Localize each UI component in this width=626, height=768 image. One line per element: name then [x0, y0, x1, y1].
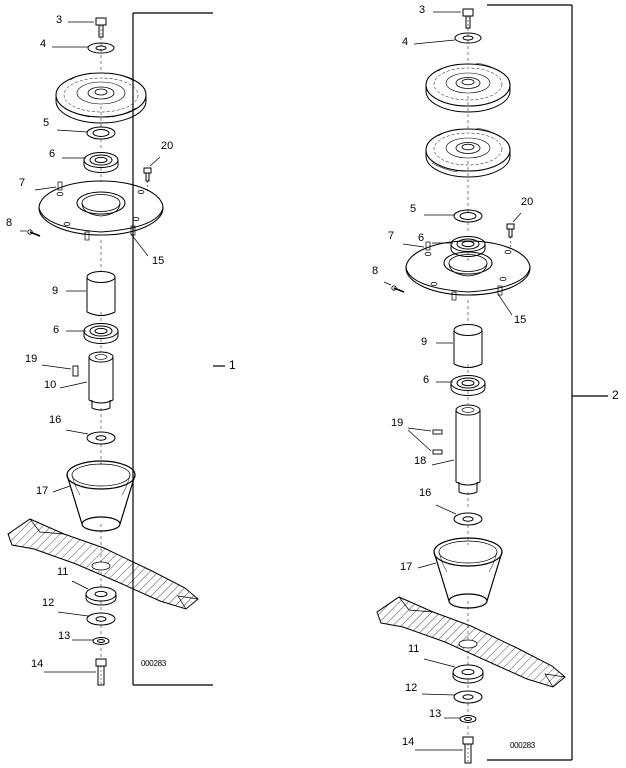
callout-left-12: 12 — [42, 597, 55, 609]
assembly-left — [7, 12, 225, 686]
leader-15-right — [497, 293, 513, 316]
woodruff-key-left — [41, 364, 79, 377]
callout-right-18: 18 — [414, 455, 427, 467]
callout-right-15: 15 — [514, 314, 527, 326]
spacer-sleeve-right — [436, 324, 483, 368]
callout-right-11: 11 — [408, 643, 420, 655]
callout-right-19: 19 — [391, 417, 404, 429]
callout-right-6-upper: 6 — [418, 232, 425, 244]
callout-left-9: 9 — [52, 285, 59, 297]
callout-right-4: 4 — [402, 36, 409, 48]
callout-left-13: 13 — [58, 630, 71, 642]
callout-left-5: 5 — [43, 117, 50, 129]
bearing-lower-right — [436, 375, 486, 396]
assembly-right — [376, 4, 608, 764]
pulley-left — [55, 72, 147, 124]
blade-washer-small-left — [57, 611, 116, 626]
pulley-cup-right — [417, 537, 503, 609]
hex-bolt-top-right — [433, 8, 474, 29]
spindle-housing-left — [34, 180, 164, 241]
grease-fitting-right — [506, 212, 522, 248]
pulley-cup-left — [52, 460, 136, 532]
group-label-2: 2 — [612, 388, 619, 402]
leader-15-left — [130, 233, 149, 257]
callout-left-14: 14 — [31, 658, 44, 670]
callout-left-10: 10 — [44, 379, 57, 391]
part-code-left: 000283 — [141, 659, 166, 668]
blade-bolt-right — [415, 726, 474, 764]
callout-left-19: 19 — [25, 353, 38, 365]
callout-left-11: 11 — [57, 566, 69, 578]
group-bracket-2 — [487, 4, 608, 761]
callout-right-12: 12 — [405, 682, 418, 694]
spacer-sleeve-left — [66, 271, 116, 316]
callout-right-8: 8 — [372, 265, 379, 277]
lock-washer-left — [72, 637, 110, 645]
callout-right-5: 5 — [410, 203, 417, 215]
bearing-upper-right — [432, 236, 486, 257]
callout-right-7: 7 — [388, 230, 395, 242]
washer-under-bolt-right — [413, 32, 482, 45]
pulley-upper-right — [425, 62, 511, 113]
bearing-lower-left — [66, 323, 119, 344]
callout-left-8: 8 — [6, 217, 13, 229]
callout-right-3: 3 — [419, 4, 426, 16]
callout-left-4: 4 — [40, 38, 47, 50]
callout-right-16: 16 — [419, 487, 432, 499]
lock-washer-right — [444, 715, 477, 723]
pulley-lower-right — [425, 127, 511, 178]
blade-washer-small-right — [421, 690, 483, 704]
callout-right-13: 13 — [429, 708, 442, 720]
housing-pin-right — [383, 281, 405, 293]
blade-washer-large-right — [423, 658, 484, 684]
spindle-shaft-long-right — [431, 404, 481, 495]
callout-right-6-lower: 6 — [423, 374, 430, 386]
group-label-1: 1 — [229, 358, 236, 372]
callout-right-20: 20 — [521, 196, 534, 208]
hex-bolt-top-left — [68, 17, 107, 38]
callout-right-14: 14 — [402, 736, 415, 748]
callout-left-7: 7 — [19, 177, 26, 189]
callout-left-6-upper: 6 — [49, 148, 56, 160]
callout-right-9: 9 — [421, 336, 428, 348]
callout-left-17: 17 — [36, 485, 49, 497]
bearing-seal-upper-left — [56, 126, 116, 140]
callout-left-20: 20 — [161, 140, 174, 152]
washer-under-bolt-left — [52, 42, 115, 54]
callout-right-17: 17 — [400, 561, 413, 573]
callout-left-3: 3 — [56, 14, 63, 26]
blade-bolt-left — [44, 648, 107, 686]
blade-washer-large-left — [71, 580, 117, 606]
callout-left-16: 16 — [49, 414, 62, 426]
part-code-right: 000283 — [510, 741, 535, 750]
callout-left-15: 15 — [152, 255, 165, 267]
callout-left-6-lower: 6 — [53, 324, 60, 336]
mower-blade-right — [376, 596, 566, 688]
mower-blade-left — [7, 518, 199, 610]
spindle-housing-right — [402, 240, 531, 301]
housing-pin-left — [20, 229, 41, 237]
grease-fitting-left — [143, 156, 161, 192]
woodruff-keys-right — [407, 427, 443, 455]
bearing-upper-left — [62, 152, 119, 173]
bearing-seal-upper-right — [424, 209, 483, 223]
shaft-washer-left — [65, 429, 116, 445]
shaft-washer-right — [435, 504, 483, 526]
spindle-shaft-left — [59, 351, 114, 411]
